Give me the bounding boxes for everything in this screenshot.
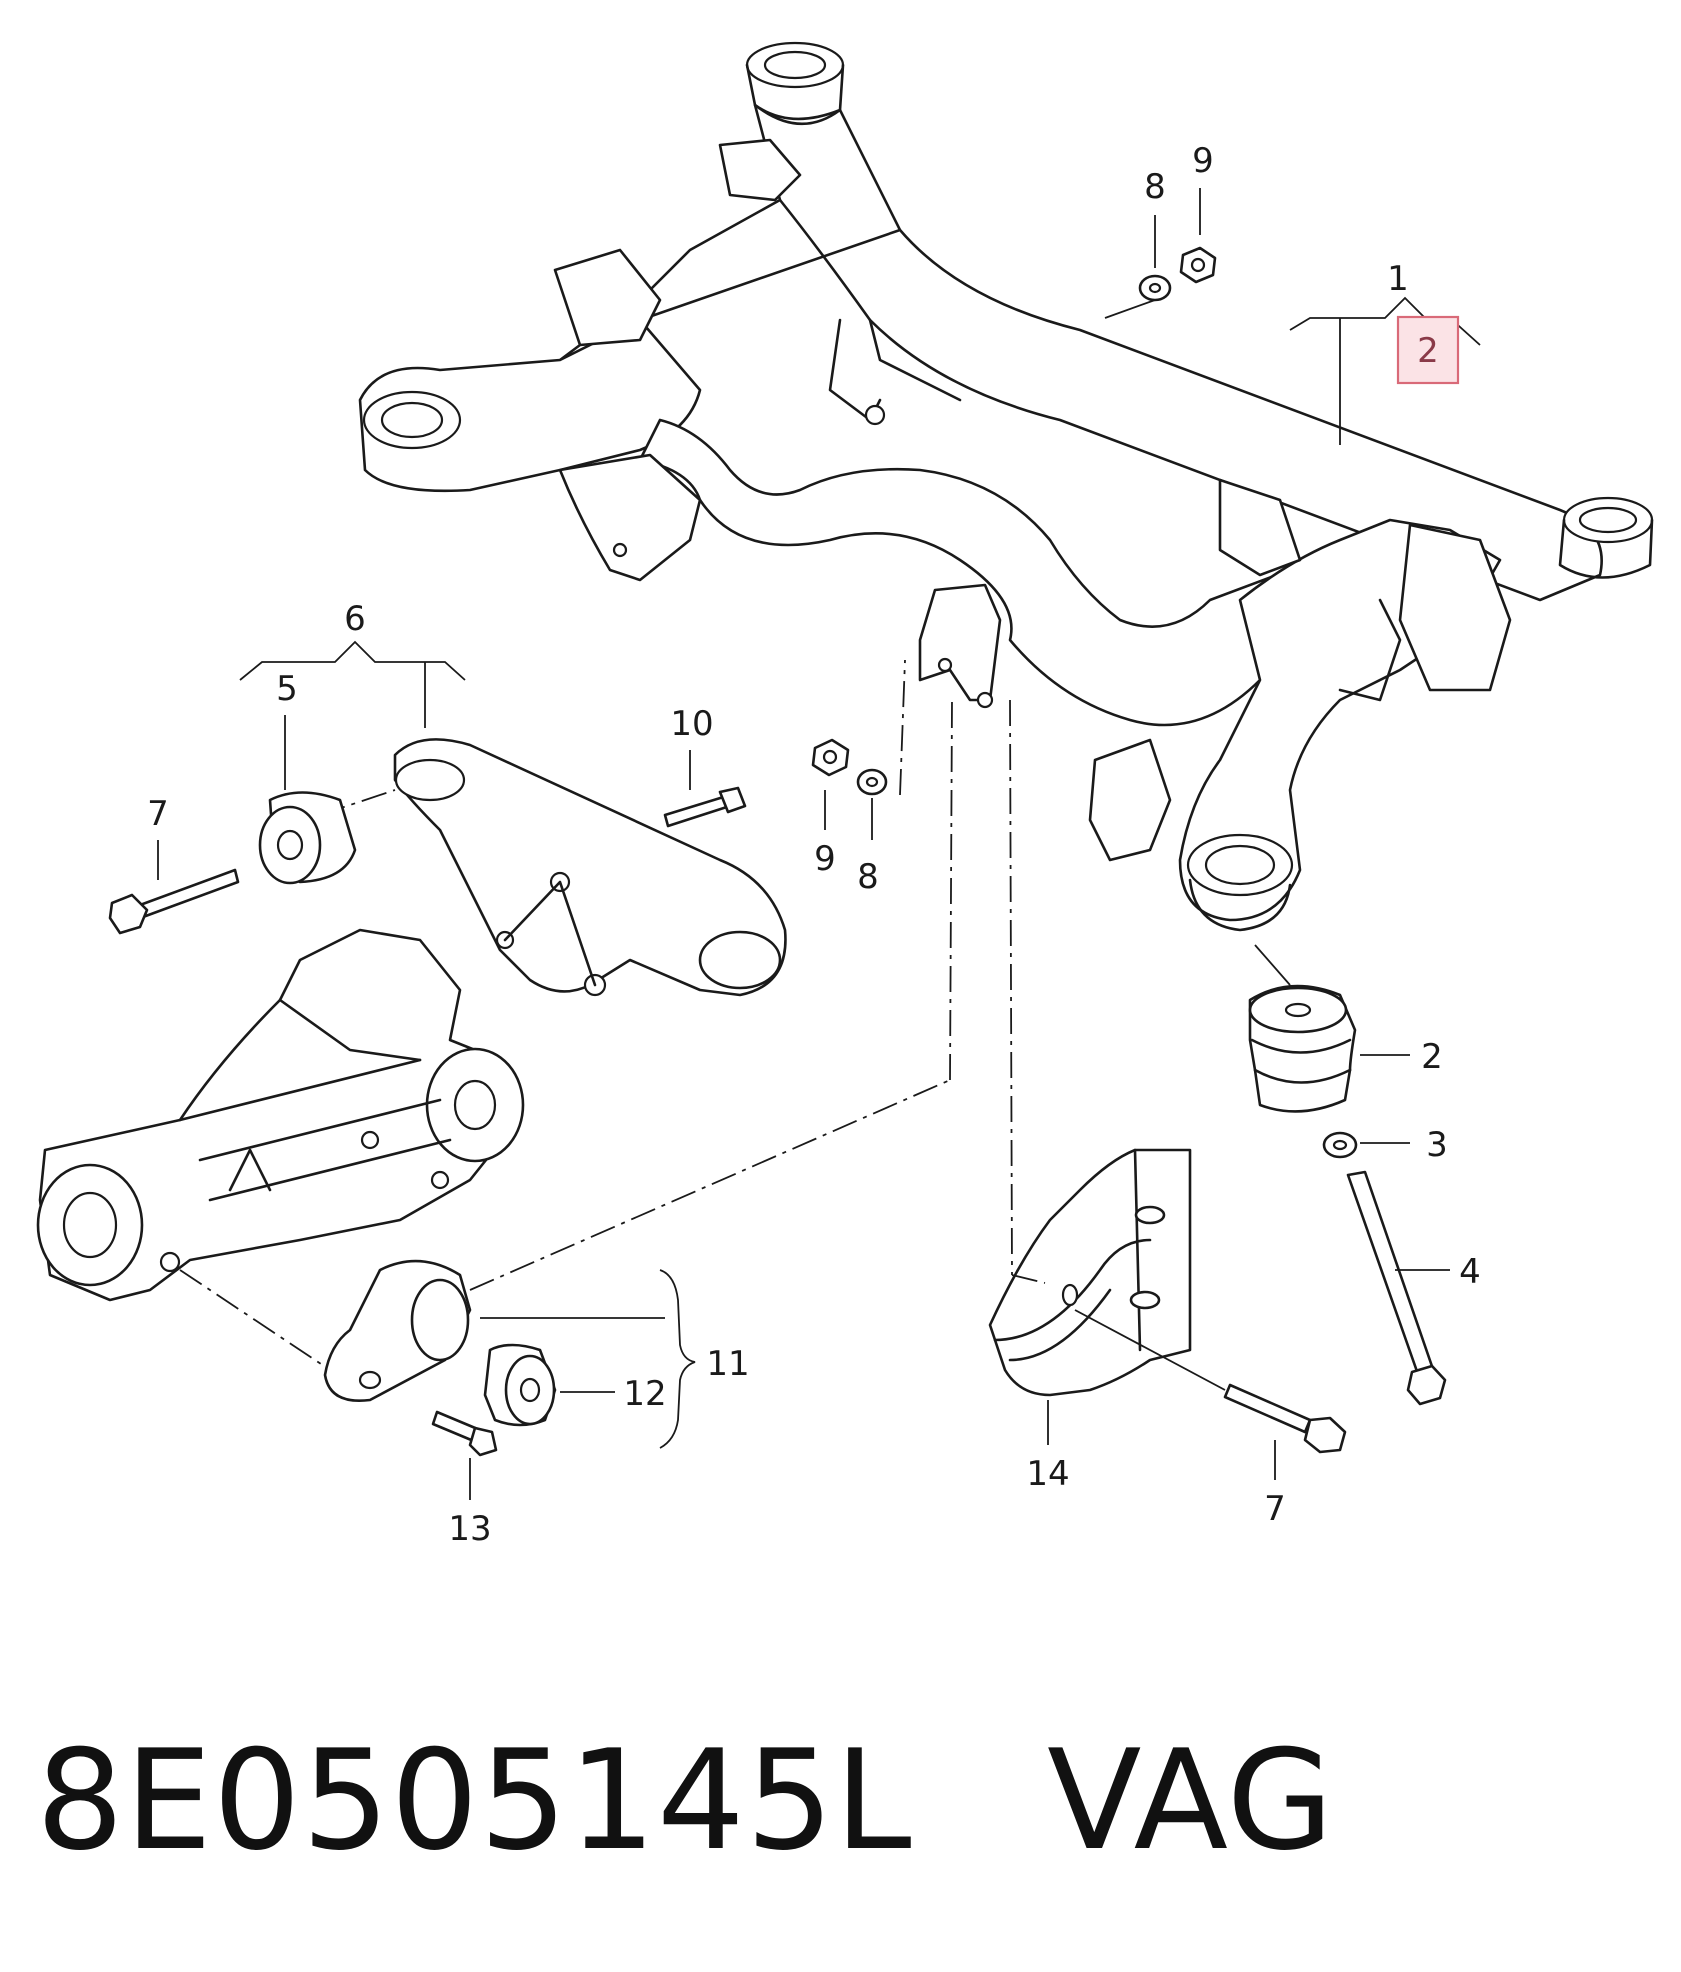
bolt-13 xyxy=(431,1410,498,1457)
callout-9-top: 9 xyxy=(1192,141,1214,181)
callout-11: 11 xyxy=(706,1344,749,1384)
mount-bushing-2 xyxy=(1248,984,1357,1113)
bolt-7-left xyxy=(108,868,240,935)
bolt-10 xyxy=(663,786,747,828)
exploded-parts-diagram: 2 1 8 9 6 5 7 10 9 8 2 3 4 11 12 13 14 7 xyxy=(36,41,1654,1549)
washer-nut-mid xyxy=(811,659,906,796)
bolt-7-bottom xyxy=(1074,1309,1347,1454)
callout-2-highlight: 2 xyxy=(1417,331,1439,371)
leader-lines xyxy=(157,188,1481,1500)
mount-11 xyxy=(323,1259,472,1402)
callout-5: 5 xyxy=(276,669,298,709)
part-number-footer: 8E0505145L VAG xyxy=(36,1720,1335,1881)
callout-6: 6 xyxy=(344,599,366,639)
callout-14: 14 xyxy=(1026,1454,1069,1494)
washer-3 xyxy=(1322,1131,1358,1159)
bushing-12 xyxy=(483,1343,557,1427)
highlight-box xyxy=(1396,315,1460,385)
callout-8-top: 8 xyxy=(1144,167,1166,207)
bracket-14 xyxy=(988,699,1192,1397)
callout-8-mid: 8 xyxy=(857,857,879,897)
differential-drawing xyxy=(36,699,953,1371)
callout-7-bottom: 7 xyxy=(1264,1489,1286,1529)
bushing-5 xyxy=(258,791,357,885)
callout-12: 12 xyxy=(623,1374,666,1414)
part-number: 8E0505145L xyxy=(36,1720,913,1881)
callout-2-right: 2 xyxy=(1421,1037,1443,1077)
washer-nut-top xyxy=(1104,246,1217,319)
callout-1: 1 xyxy=(1387,259,1409,299)
callout-4: 4 xyxy=(1459,1252,1481,1292)
callout-3: 3 xyxy=(1426,1125,1448,1165)
callout-7-left: 7 xyxy=(147,794,169,834)
subframe-drawing xyxy=(358,41,1654,932)
brand-name: VAG xyxy=(1047,1720,1335,1881)
callout-13: 13 xyxy=(448,1509,491,1549)
bolt-4 xyxy=(1346,1170,1447,1406)
diff-carrier-6 xyxy=(319,738,787,997)
callout-9-mid: 9 xyxy=(814,839,836,879)
callout-10: 10 xyxy=(670,704,713,744)
